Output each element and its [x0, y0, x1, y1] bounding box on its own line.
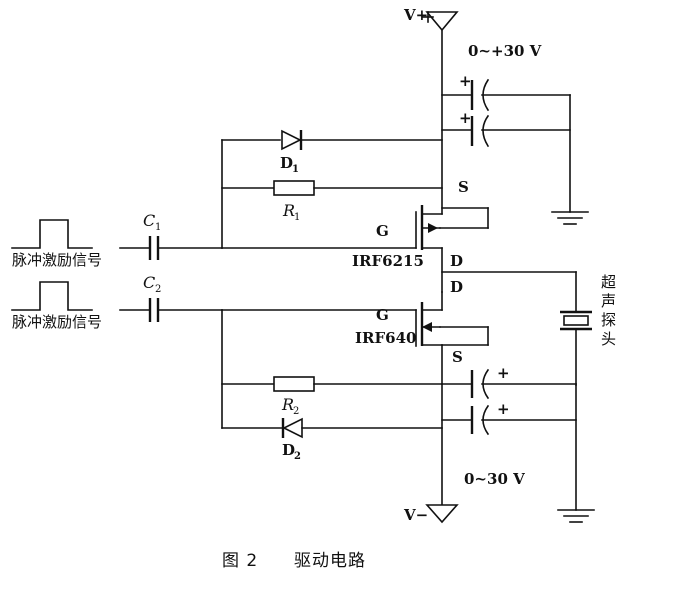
probe-label-1: 超 — [601, 273, 616, 291]
d2-label: D — [282, 441, 295, 459]
figure-title: 驱动电路 — [294, 551, 366, 571]
d2-sub: 2 — [294, 451, 301, 462]
r2-label: R — [281, 395, 294, 414]
c2-label: C — [143, 273, 155, 292]
v-minus-label: V− — [403, 506, 428, 524]
pulse-waveform-1 — [11, 219, 93, 249]
v-minus-terminal — [425, 504, 459, 524]
pulse-waveform-2 — [11, 281, 93, 311]
resistor-r2 — [273, 376, 315, 392]
gate-label-q2: G — [376, 306, 389, 324]
c1-sub: 1 — [155, 222, 161, 233]
bypass-capacitors-top — [441, 78, 571, 213]
figure-number: 图 2 — [222, 551, 258, 571]
d1-sub: 1 — [292, 164, 299, 175]
r2-sub: 2 — [293, 406, 299, 417]
bypass-capacitors-bottom — [441, 368, 577, 511]
diode-d2 — [281, 417, 303, 439]
capacitor-c1 — [148, 236, 160, 260]
c1-label: C — [143, 211, 155, 230]
supply-pos-label: 0~+30 V — [468, 42, 542, 60]
pulse-input-label-2: 脉冲激励信号 — [12, 313, 102, 331]
ultrasonic-probe — [560, 310, 592, 331]
capacitor-c2 — [148, 298, 160, 322]
mosfet-irf640 — [415, 291, 489, 347]
v-plus-terminal — [422, 11, 459, 32]
ground-symbol-top — [551, 211, 589, 225]
pulse-input-label-1: 脉冲激励信号 — [12, 251, 102, 269]
drain-label-q1: D — [450, 252, 463, 270]
d1-label: D — [280, 154, 293, 172]
source-label-q2: S — [452, 348, 463, 366]
cap-top1-plus: + — [459, 72, 472, 90]
r1-label: R — [282, 201, 295, 220]
r1-sub: 1 — [294, 212, 300, 223]
ground-symbol-bottom — [557, 509, 595, 523]
cap-bot2-plus: + — [497, 400, 510, 418]
probe-label-2: 声 — [601, 292, 616, 310]
cap-top2-plus: + — [459, 109, 472, 127]
diode-d1 — [281, 129, 303, 151]
gate-label-q1: G — [376, 222, 389, 240]
source-label-q1: S — [458, 178, 469, 196]
drain-label-q2: D — [450, 278, 463, 296]
c2-sub: 2 — [155, 284, 161, 295]
q2-part-label: IRF640 — [355, 329, 416, 347]
probe-label-3: 探 — [601, 311, 616, 329]
mosfet-irf6215 — [415, 205, 489, 250]
v-plus-label: V+ — [403, 6, 428, 24]
supply-neg-label: 0~30 V — [464, 470, 525, 488]
resistor-r1 — [273, 180, 315, 196]
probe-label-4: 头 — [601, 330, 616, 348]
q1-part-label: IRF6215 — [352, 252, 424, 270]
cap-bot1-plus: + — [497, 364, 510, 382]
